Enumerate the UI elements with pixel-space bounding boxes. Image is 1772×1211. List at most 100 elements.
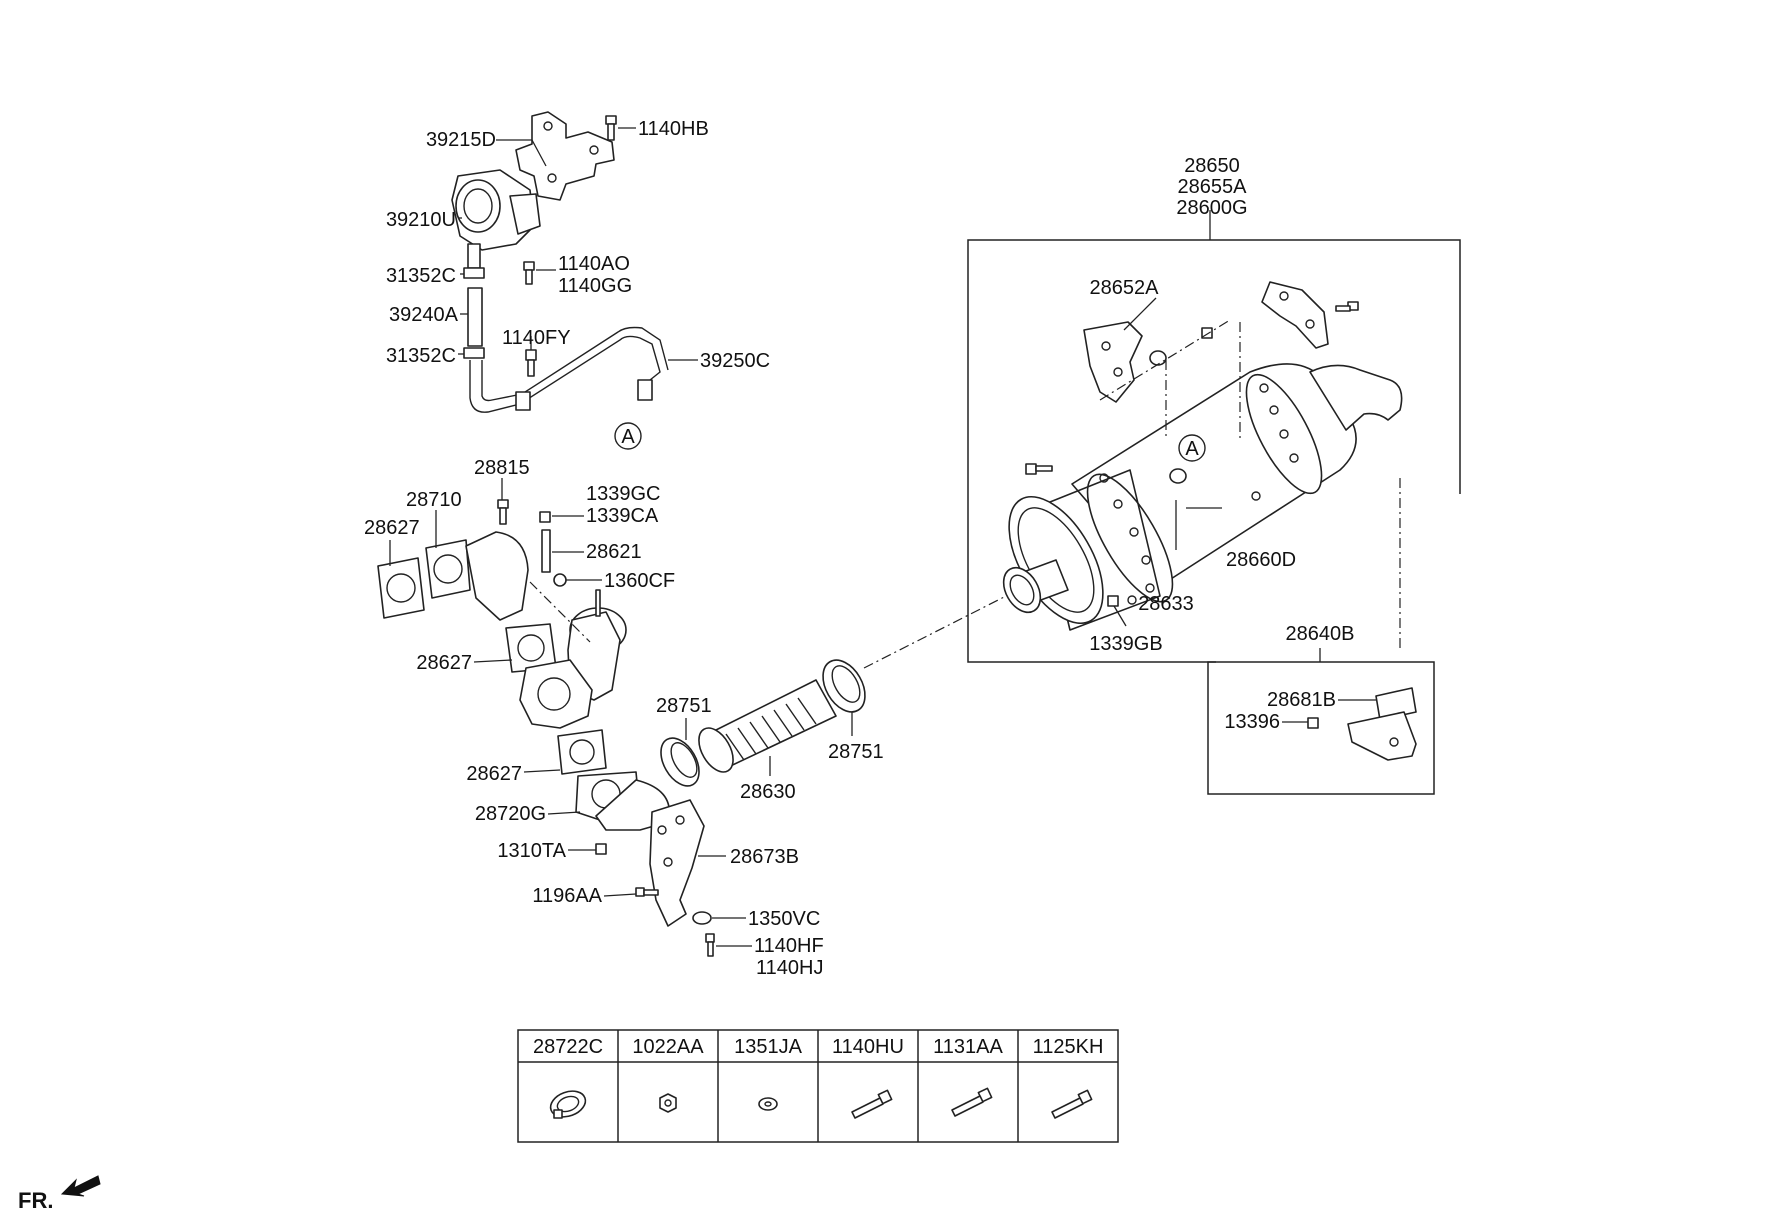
sensor-port-a <box>1169 468 1187 484</box>
turbo-outlet-flange <box>519 659 593 729</box>
egr-hose <box>467 287 483 347</box>
bolt-icon <box>951 1087 993 1117</box>
callout-1140AO: 1140AO <box>558 253 630 275</box>
nut-1360cf <box>553 573 567 587</box>
callout-28621: 28621 <box>586 541 642 563</box>
bolt-1140hf <box>705 933 715 957</box>
marker-a-right <box>1178 434 1206 462</box>
callout-28600G: 28600G <box>1176 197 1247 219</box>
bolt-cpf-front <box>1025 463 1053 475</box>
bolt-1140fy <box>525 349 537 377</box>
bolt-cpf-upper <box>1201 327 1213 339</box>
bolt-icon <box>851 1089 893 1119</box>
callout-1360CF: 1360CF <box>604 570 675 592</box>
flexible-pipe-28630 <box>698 679 837 773</box>
callout-1350VC: 1350VC <box>748 908 820 930</box>
heat-shield-rear <box>1261 281 1329 349</box>
cpf-assembly-frame <box>967 239 1461 663</box>
table-header-28722C: 28722C <box>533 1036 603 1058</box>
clamp-icon <box>549 1090 587 1119</box>
bolt-heat-shield-rear <box>1335 301 1359 312</box>
nut-icon <box>659 1093 677 1113</box>
front-direction-marker: FR. <box>18 1175 101 1211</box>
callout-28815: 28815 <box>474 457 530 479</box>
callout-28655A: 28655A <box>1178 176 1248 198</box>
callout-28710: 28710 <box>406 489 462 511</box>
callout-39215D: 39215D <box>426 129 496 151</box>
bolt-icon <box>1051 1089 1093 1119</box>
flange-28710 <box>425 531 529 621</box>
bolt-1196aa <box>635 887 659 897</box>
bolt-28815 <box>497 499 509 525</box>
egr-valve-bracket <box>515 111 615 201</box>
centerline-cpf-bolts <box>1099 319 1241 440</box>
front-arrow-icon <box>60 1175 101 1197</box>
callout-1339CA: 1339CA <box>586 505 659 527</box>
callout-39240A: 39240A <box>389 304 459 326</box>
marker-a-right-label: A <box>1185 438 1199 460</box>
bolt-1140hb <box>605 115 617 141</box>
callout-28630: 28630 <box>740 781 796 803</box>
callout-1339GC: 1339GC <box>586 483 661 505</box>
washer-1350vc <box>692 911 712 925</box>
hose-clamp-top <box>463 267 485 279</box>
callout-1196AA: 1196AA <box>532 885 602 907</box>
callout-28633: 28633 <box>1138 593 1194 615</box>
egr-valve <box>451 169 541 269</box>
hanger-subassembly-frame <box>1207 661 1435 795</box>
nut-13396 <box>1307 717 1319 729</box>
callout-labels: 39215D 1140HB 39210U 31352C 1140AO 1140G… <box>364 118 1354 979</box>
table-header-1140HU: 1140HU <box>832 1036 904 1058</box>
bolt-1140ao <box>523 261 535 285</box>
elbow-28720g <box>575 771 670 831</box>
nut-1339gb <box>1107 595 1119 607</box>
gasket-28627-a <box>377 557 425 619</box>
table-header-1125KH: 1125KH <box>1033 1036 1104 1058</box>
centerline-pipe-to-cpf <box>863 593 1011 669</box>
nut-1310ta <box>595 843 607 855</box>
heat-shield-28652a <box>1083 321 1143 403</box>
clamp-28751-left <box>660 737 700 787</box>
callout-28751-left: 28751 <box>656 695 712 717</box>
callout-1140HF: 1140HF <box>754 935 824 957</box>
stud-28621 <box>541 529 551 573</box>
egr-pipe <box>469 326 669 413</box>
callout-28751-right: 28751 <box>828 741 884 763</box>
callout-28627-c: 28627 <box>466 763 522 785</box>
table-header-1351JA: 1351JA <box>734 1036 802 1058</box>
callout-1140FY: 1140FY <box>502 327 571 349</box>
callout-28652A: 28652A <box>1090 277 1160 299</box>
marker-a-left-label: A <box>621 426 635 448</box>
callout-39210U: 39210U <box>386 209 456 231</box>
table-header-1131AA: 1131AA <box>933 1036 1003 1058</box>
callout-1310TA: 1310TA <box>497 840 566 862</box>
washer-icon <box>758 1097 778 1111</box>
nut-cpf-upper <box>1149 350 1167 366</box>
hanger-bracket-28681b <box>1347 687 1417 761</box>
front-direction-label: FR. <box>18 1188 53 1211</box>
callout-31352C-top: 31352C <box>386 265 456 287</box>
callout-13396: 13396 <box>1224 711 1280 733</box>
nut-1339ca <box>539 511 551 523</box>
callout-39250C: 39250C <box>700 350 770 372</box>
callout-28627-a: 28627 <box>364 517 420 539</box>
centerline-turbo-to-elbow <box>529 581 591 643</box>
leader-lines <box>389 127 1376 947</box>
clamp-28751-right <box>822 659 866 713</box>
callout-28627-b: 28627 <box>416 652 472 674</box>
callout-1140HB: 1140HB <box>638 118 709 140</box>
callout-1140HJ: 1140HJ <box>756 957 823 979</box>
callout-28681B: 28681B <box>1267 689 1336 711</box>
marker-a-left <box>614 422 642 450</box>
callout-28640B: 28640B <box>1286 623 1355 645</box>
bracket-28673b <box>649 799 705 927</box>
callout-1339GB: 1339GB <box>1089 633 1162 655</box>
gasket-28627-c <box>557 729 607 775</box>
callout-28650: 28650 <box>1184 155 1240 177</box>
table-header-1022AA: 1022AA <box>632 1036 704 1058</box>
callout-28660D: 28660D <box>1226 549 1296 571</box>
parts-table: 28722C 1022AA 1351JA 1140HU 1131AA 1125K… <box>517 1029 1119 1143</box>
callout-28720G: 28720G <box>475 803 546 825</box>
callout-1140GG: 1140GG <box>558 275 632 297</box>
